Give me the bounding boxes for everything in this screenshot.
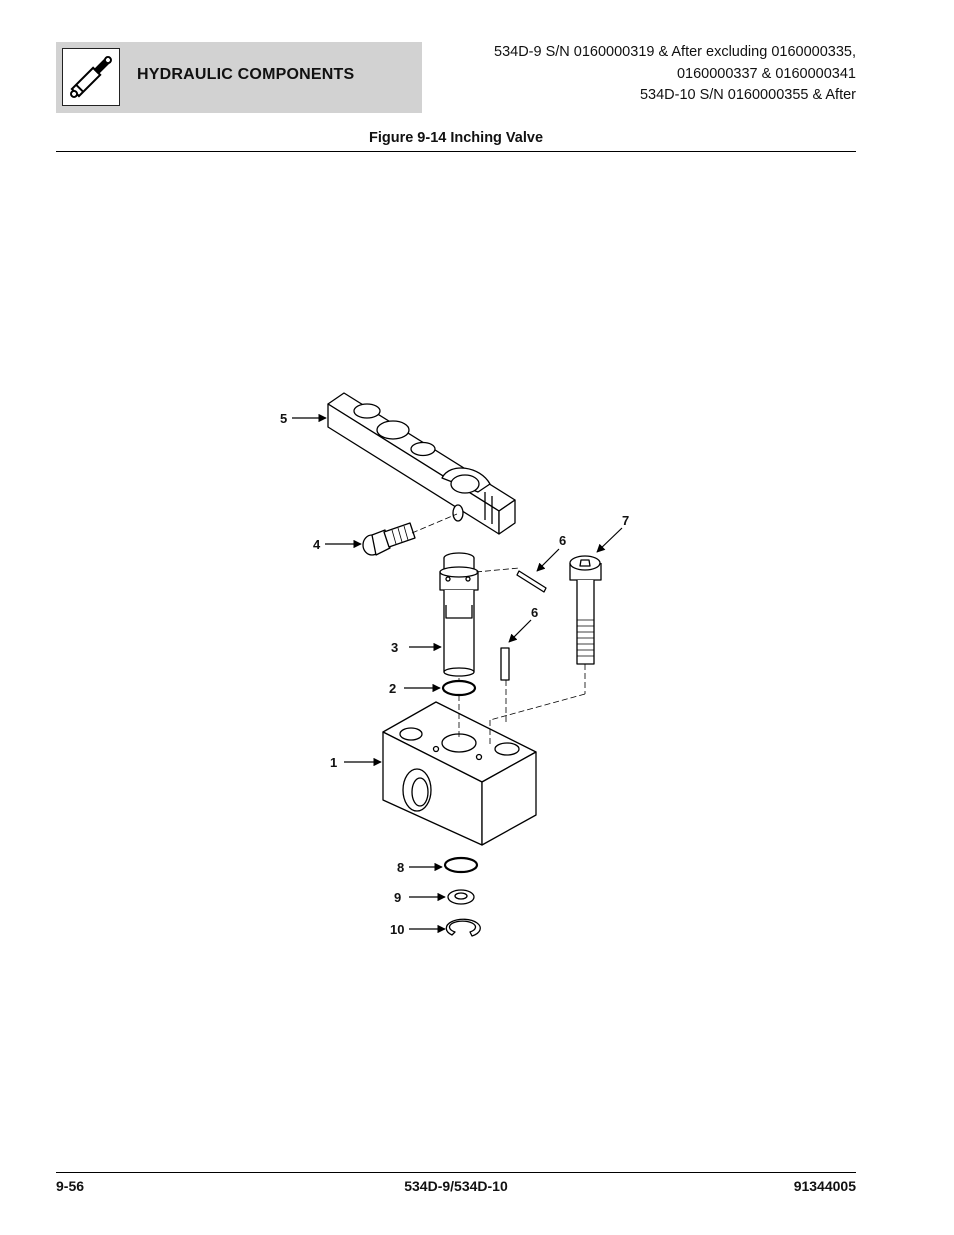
header-rule [56, 151, 856, 152]
callout-2: 2 [389, 681, 396, 696]
serial-applicability: 534D-9 S/N 0160000319 & After excluding … [494, 42, 856, 107]
part-1-valve-body [382, 701, 537, 846]
callout-leaders [292, 413, 623, 934]
serial-line: 534D-9 S/N 0160000319 & After excluding … [494, 44, 856, 60]
part-2-o-ring [441, 679, 477, 697]
part-5-clamp-bar [327, 392, 516, 535]
callout-4: 4 [313, 537, 321, 552]
callout-1: 1 [330, 755, 337, 770]
assembly-lines [411, 513, 586, 745]
callout-3: 3 [391, 640, 398, 655]
model-label: 534D-9/534D-10 [404, 1178, 508, 1194]
callout-6-upper: 6 [559, 533, 566, 548]
callout-5: 5 [280, 411, 287, 426]
page-number: 9-56 [56, 1178, 85, 1194]
footer-rule [56, 1172, 856, 1173]
part-10-snap-ring [445, 918, 481, 937]
hydraulic-cylinder-icon [62, 48, 120, 106]
part-3-valve-spool [439, 552, 479, 677]
part-6-pin-upper [516, 570, 547, 593]
part-4-screw [362, 522, 416, 556]
callout-6-lower: 6 [531, 605, 538, 620]
callout-10: 10 [390, 922, 404, 937]
part-9-washer [447, 889, 475, 905]
part-6-pin-lower [500, 647, 510, 681]
section-title: HYDRAULIC COMPONENTS [137, 66, 355, 83]
serial-line: 0160000337 & 0160000341 [676, 65, 856, 82]
callout-9: 9 [394, 890, 401, 905]
part-7-cap-screw [569, 555, 602, 665]
callout-8: 8 [397, 860, 404, 875]
callout-7: 7 [622, 513, 629, 528]
part-8-o-ring [443, 856, 479, 874]
figure-title: Figure 9-14 Inching Valve [368, 130, 544, 146]
serial-line: 534D-10 S/N 0160000355 & After [639, 87, 856, 103]
document-number: 91344005 [793, 1178, 856, 1194]
